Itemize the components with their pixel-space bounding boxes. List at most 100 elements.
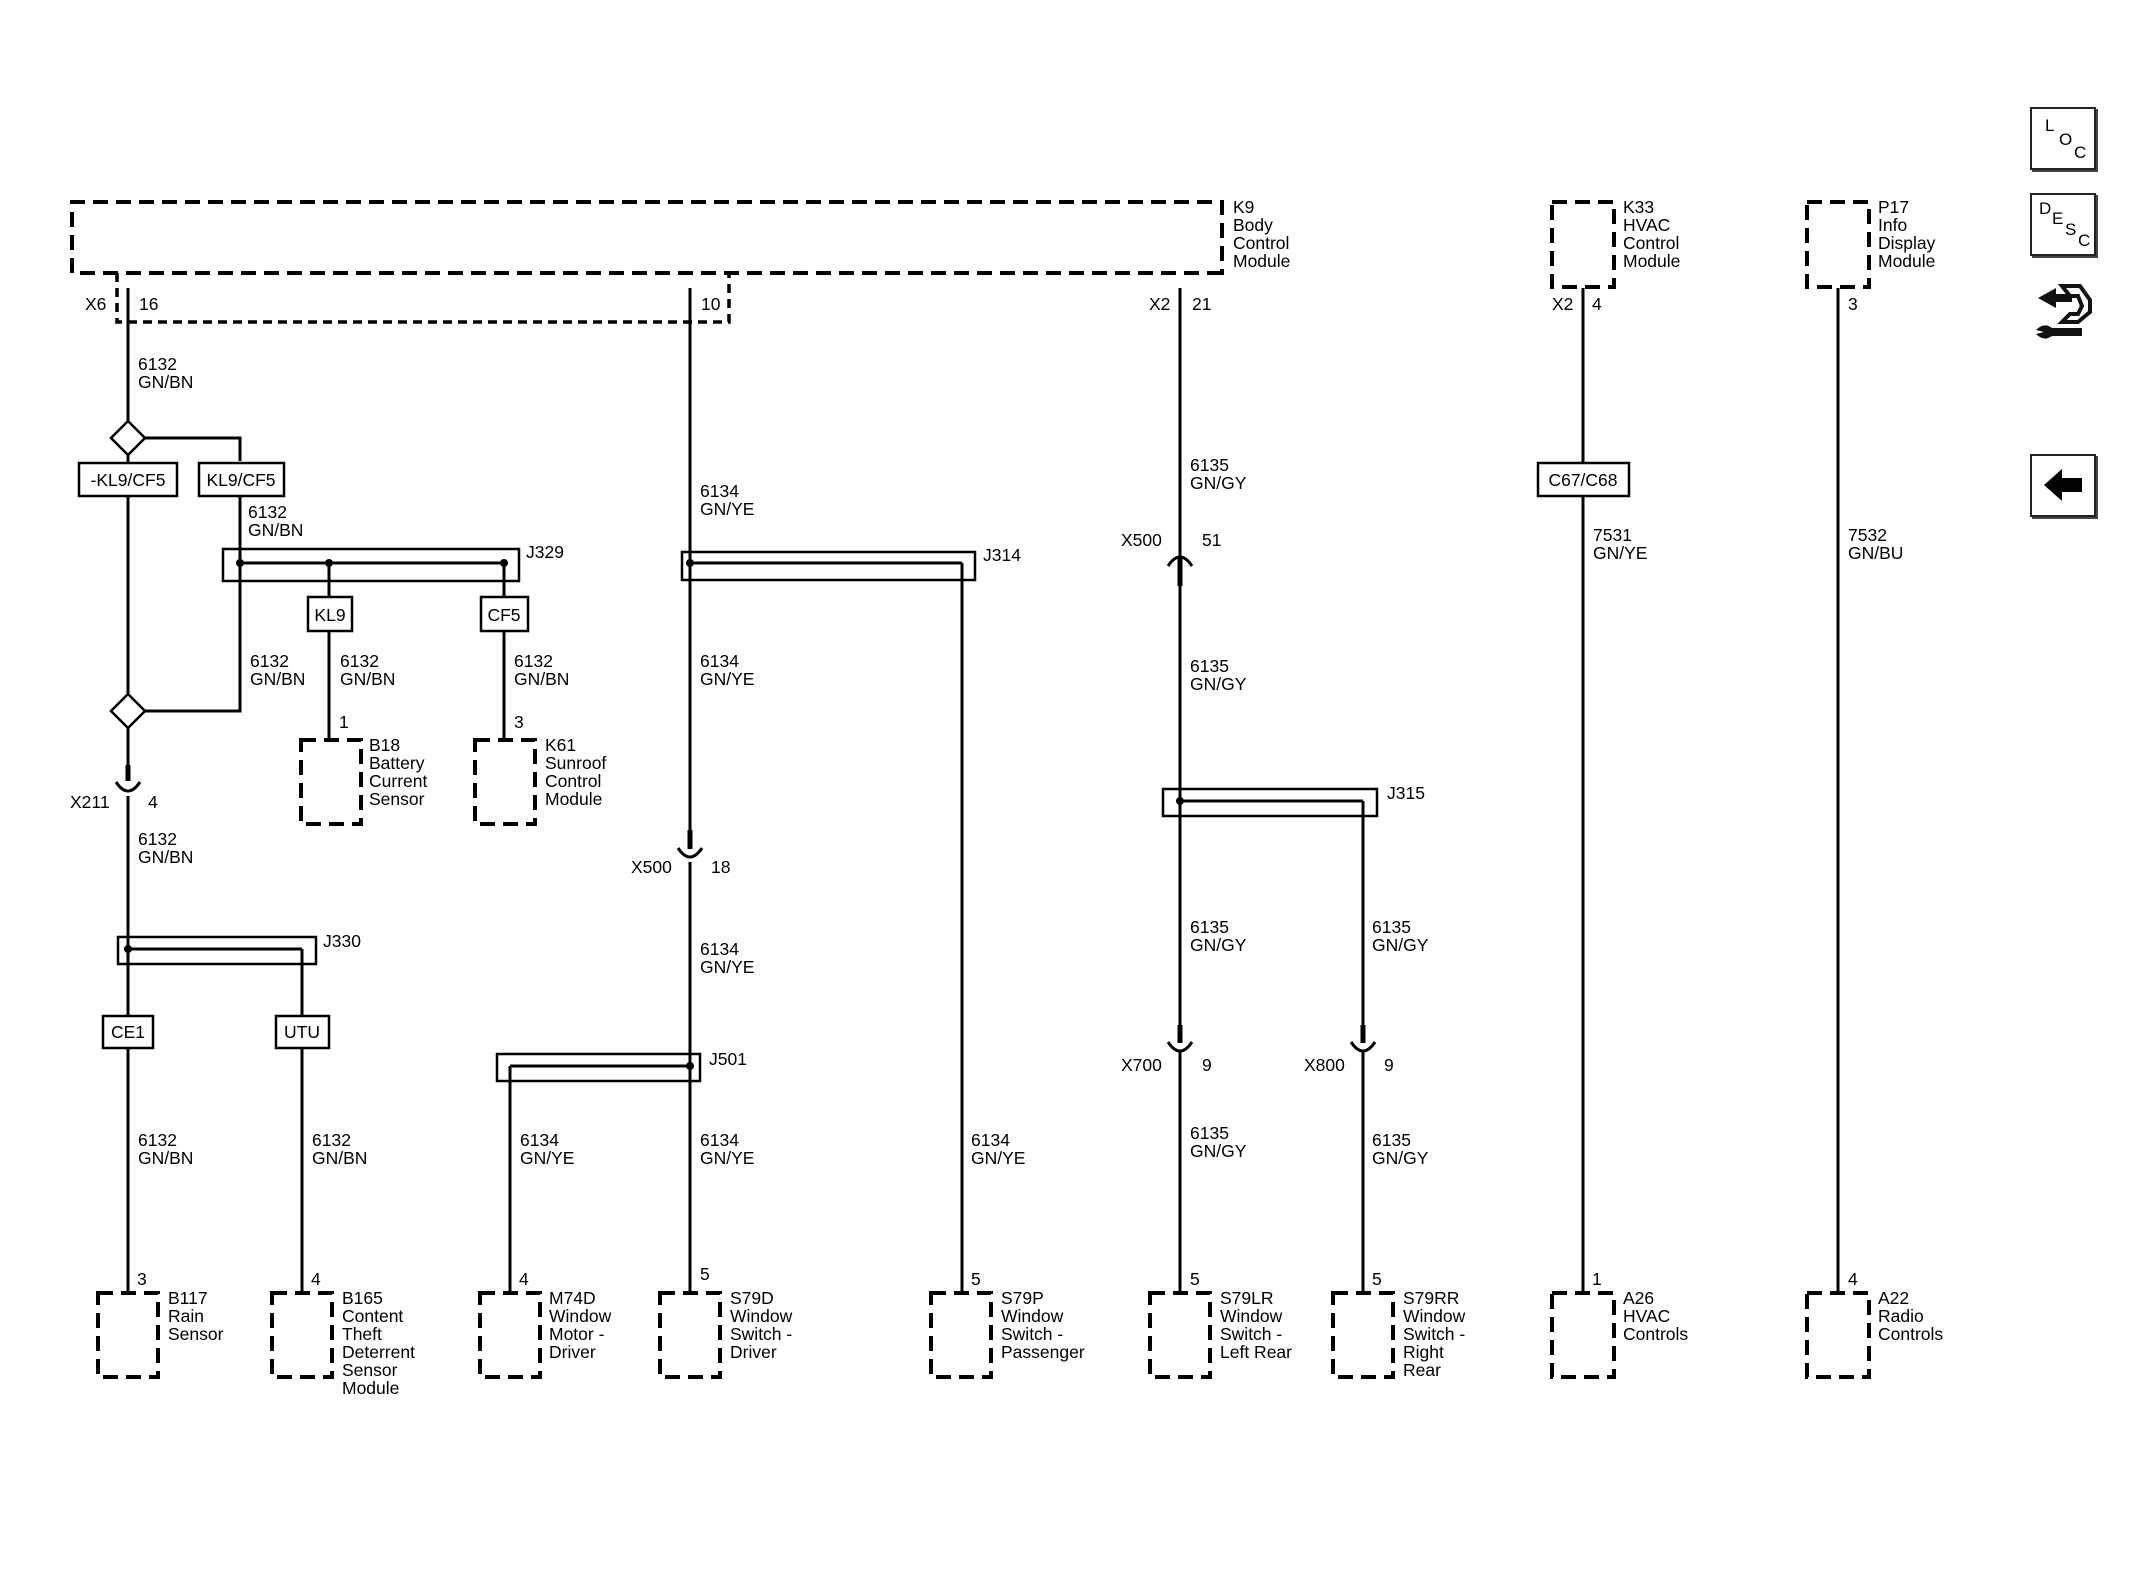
component-b165-label-5: Sensor — [342, 1360, 398, 1380]
module-k9-outline[interactable] — [70, 200, 1224, 324]
connector-x800[interactable] — [1349, 1025, 1377, 1053]
component-s79rr-outline[interactable] — [1331, 1291, 1395, 1379]
circuit-label: 7532 — [1848, 525, 1887, 545]
option-box-c67-c68[interactable] — [1536, 461, 1631, 498]
option-split-diamond-top — [109, 419, 147, 457]
component-k61-label-4: Module — [545, 789, 602, 809]
splice-j329[interactable] — [221, 547, 521, 583]
component-a22-label-3: Controls — [1878, 1324, 1943, 1344]
circuit-label: 6135 — [1190, 917, 1229, 937]
option-box-kl9[interactable] — [306, 595, 354, 633]
component-b165-label-4: Deterrent — [342, 1342, 415, 1362]
pin-b117-3: 3 — [137, 1269, 147, 1289]
module-p17-label-2: Info — [1878, 215, 1907, 235]
desc-letter-d: D — [2039, 199, 2052, 218]
pin-k9-10: 10 — [701, 294, 721, 314]
circuit-color: GN/YE — [700, 1148, 754, 1168]
component-s79lr-outline[interactable] — [1148, 1291, 1212, 1379]
splice-j330[interactable] — [116, 935, 318, 966]
pin-k9-16: 16 — [139, 294, 158, 314]
back-button[interactable] — [2030, 454, 2096, 517]
component-k61-outline[interactable] — [473, 738, 537, 826]
component-b165-label-6: Module — [342, 1378, 399, 1398]
circuit-label: 6132 — [250, 651, 289, 671]
component-s79lr-label-3: Switch - — [1220, 1324, 1282, 1344]
component-a22-outline[interactable] — [1805, 1291, 1871, 1379]
connector-x700-label: X700 — [1121, 1055, 1162, 1075]
option-box-cf5[interactable] — [479, 595, 530, 633]
pin-s79d-5: 5 — [700, 1264, 710, 1284]
component-s79lr-label-2: Window — [1220, 1306, 1283, 1326]
circuit-color: GN/YE — [1593, 543, 1647, 563]
pin-x500-51: 51 — [1202, 530, 1221, 550]
component-b165-label-2: Content — [342, 1306, 403, 1326]
option-box-not-kl9-cf5[interactable] — [77, 461, 179, 498]
circuit-label: 6134 — [971, 1130, 1010, 1150]
component-b165-label-1: B165 — [342, 1288, 383, 1308]
connector-tool-icon[interactable] — [2032, 276, 2096, 348]
component-s79rr-label-4: Right — [1403, 1342, 1444, 1362]
pin-k61-3: 3 — [514, 712, 524, 732]
component-s79p-outline[interactable] — [929, 1291, 993, 1379]
pin-x500-18: 18 — [711, 857, 730, 877]
connector-x2-k33-label: X2 — [1552, 294, 1573, 314]
splice-j314[interactable] — [680, 550, 977, 582]
module-p17-label-1: P17 — [1878, 197, 1909, 217]
component-s79d-label-3: Switch - — [730, 1324, 792, 1344]
option-box-ce1[interactable] — [101, 1014, 155, 1050]
splice-j315[interactable] — [1161, 787, 1379, 818]
circuit-label: 6134 — [700, 1130, 739, 1150]
connector-x500-51[interactable] — [1166, 555, 1194, 586]
desc-letter-s: S — [2065, 220, 2077, 239]
circuit-label: 6135 — [1372, 917, 1411, 937]
module-p17-label-3: Display — [1878, 233, 1936, 253]
component-s79d-outline[interactable] — [658, 1291, 722, 1379]
component-s79p-label-3: Switch - — [1001, 1324, 1063, 1344]
pin-x800-9: 9 — [1384, 1055, 1394, 1075]
connector-x700[interactable] — [1166, 1025, 1194, 1053]
component-b18-label-3: Current — [369, 771, 427, 791]
component-s79d-label-1: S79D — [730, 1288, 774, 1308]
splice-j501[interactable] — [495, 1052, 702, 1083]
circuit-color: GN/GY — [1190, 473, 1247, 493]
connector-x800-label: X800 — [1304, 1055, 1345, 1075]
component-a22-label-2: Radio — [1878, 1306, 1924, 1326]
component-m74d-outline[interactable] — [478, 1291, 542, 1379]
module-k9-label-1: K9 — [1233, 197, 1254, 217]
circuit-color: GN/BN — [514, 669, 569, 689]
option-box-ce1-text: CE1 — [111, 1022, 145, 1042]
component-s79rr-label-3: Switch - — [1403, 1324, 1465, 1344]
circuit-color: GN/BN — [138, 1148, 193, 1168]
circuit-color: GN/YE — [700, 669, 754, 689]
component-b117-outline[interactable] — [96, 1291, 160, 1379]
module-k33-outline[interactable] — [1550, 200, 1616, 289]
connector-x500-18[interactable] — [676, 830, 704, 859]
component-s79p-label-4: Passenger — [1001, 1342, 1085, 1362]
component-b165-outline[interactable] — [270, 1291, 334, 1379]
circuit-color: GN/YE — [700, 957, 754, 977]
component-k61-label-2: Sunroof — [545, 753, 606, 773]
module-p17-label-4: Module — [1878, 251, 1935, 271]
desc-button[interactable]: D E S C — [2030, 193, 2096, 256]
module-k9-label-2: Body — [1233, 215, 1273, 235]
option-box-utu[interactable] — [274, 1014, 331, 1050]
connector-x211[interactable] — [114, 765, 142, 793]
circuit-color: GN/YE — [971, 1148, 1025, 1168]
component-b18-label-2: Battery — [369, 753, 425, 773]
module-k9-label-4: Module — [1233, 251, 1290, 271]
component-s79p-label-2: Window — [1001, 1306, 1064, 1326]
component-a26-outline[interactable] — [1550, 1291, 1616, 1379]
module-p17-outline[interactable] — [1805, 200, 1871, 289]
circuit-label: 6132 — [340, 651, 379, 671]
circuit-labels: 6132 GN/BN 6132 GN/BN 6132 GN/BN 6132 GN… — [138, 354, 1903, 1168]
pin-b165-4: 4 — [311, 1269, 321, 1289]
component-b18-outline[interactable] — [299, 738, 363, 826]
component-s79rr-label-1: S79RR — [1403, 1288, 1459, 1308]
component-k61-label-1: K61 — [545, 735, 576, 755]
loc-button[interactable]: L O C — [2030, 107, 2096, 170]
component-a26-label-3: Controls — [1623, 1324, 1688, 1344]
splice-j330-label: J330 — [323, 931, 361, 951]
option-box-kl9-cf5[interactable] — [197, 461, 286, 498]
back-arrow-icon — [2044, 469, 2082, 501]
component-m74d-label-1: M74D — [549, 1288, 596, 1308]
